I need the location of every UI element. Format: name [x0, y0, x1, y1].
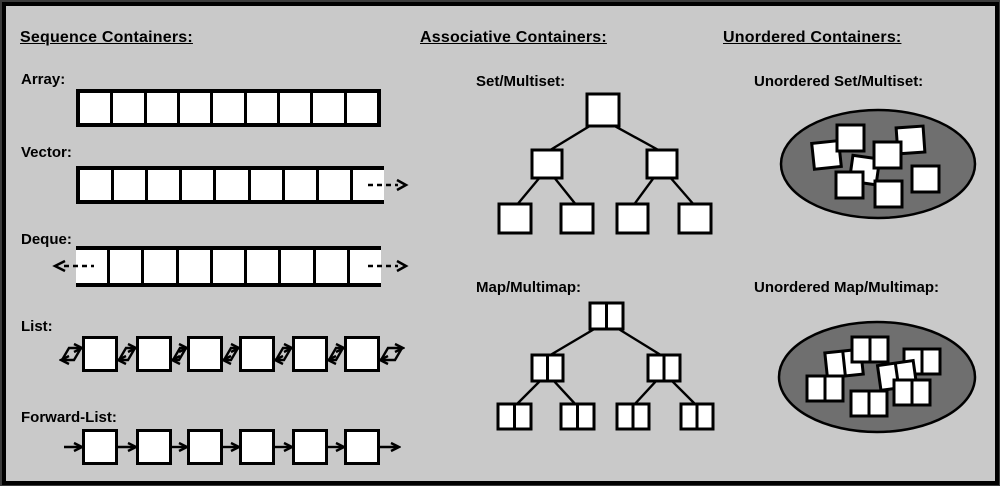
tree-node [559, 202, 595, 235]
set-multiset-tree [497, 92, 713, 235]
vector-cell [80, 170, 112, 200]
array-label: Array: [21, 71, 66, 88]
array-cell [313, 93, 344, 123]
vector-cell [250, 170, 282, 200]
tree-node [615, 202, 650, 235]
tree-node [645, 148, 679, 180]
list-node [136, 336, 172, 372]
vector-cell [318, 170, 350, 200]
forward-list-label: Forward-List: [21, 409, 117, 426]
unordered-set-multiset-label: Unordered Set/Multiset: [754, 73, 924, 90]
array-cell [279, 93, 311, 123]
array-cell [80, 93, 111, 123]
list-node [292, 336, 328, 372]
array-diagram [76, 89, 381, 127]
map-element-pair [849, 389, 889, 418]
map-multimap-label: Map/Multimap: [476, 279, 581, 296]
array-cell [213, 93, 244, 123]
column-header-sequence: Sequence Containers: [20, 29, 193, 46]
array-cell [179, 93, 211, 123]
list-node [187, 336, 223, 372]
list-links-arrows-icon [54, 336, 408, 376]
tree-node [497, 202, 533, 235]
set-element [835, 123, 866, 153]
vector-growth-arrow-icon [368, 178, 409, 192]
vector-cell [216, 170, 248, 200]
tree-node [530, 148, 564, 180]
deque-growth-arrow-left-icon [52, 259, 94, 273]
deque-cell [110, 250, 142, 283]
deque-cell [349, 250, 381, 283]
set-element [872, 140, 903, 170]
forward-list-links-arrows-icon [64, 429, 408, 469]
map-multimap-tree [496, 301, 715, 431]
list-node [344, 336, 380, 372]
set-element [834, 170, 865, 200]
deque-diagram [76, 246, 381, 287]
unordered-map-multimap-bucket [777, 320, 977, 434]
vector-cell [148, 170, 180, 200]
list-label: List: [21, 318, 53, 335]
column-header-associative: Associative Containers: [420, 29, 607, 46]
deque-cell [144, 250, 176, 283]
set-element [810, 138, 843, 171]
map-element-pair [892, 378, 932, 407]
array-cell [346, 93, 377, 123]
column-header-unordered: Unordered Containers: [723, 29, 902, 46]
forward-list-node [187, 429, 223, 465]
vector-diagram [76, 166, 384, 204]
vector-label: Vector: [21, 144, 72, 161]
set-multiset-label: Set/Multiset: [476, 73, 566, 90]
vector-cell [284, 170, 316, 200]
deque-cell [178, 250, 210, 283]
deque-growth-arrow-right-icon [368, 259, 409, 273]
vector-cell [114, 170, 146, 200]
unordered-set-multiset-bucket [779, 108, 977, 220]
map-element-pair [850, 335, 890, 364]
list-node [239, 336, 275, 372]
array-cell [146, 93, 177, 123]
deque-cell [212, 250, 245, 283]
vector-cell [182, 170, 214, 200]
map-element-pair [805, 374, 845, 403]
tree-node [585, 92, 621, 128]
forward-list-node [239, 429, 275, 465]
array-cell [246, 93, 277, 123]
array-cell [113, 93, 144, 123]
deque-cell [315, 250, 347, 283]
list-node [82, 336, 118, 372]
set-element [873, 179, 904, 209]
deque-cell [281, 250, 313, 283]
tree-node [677, 202, 713, 235]
deque-cell [247, 250, 279, 283]
unordered-map-multimap-label: Unordered Map/Multimap: [754, 279, 940, 296]
deque-label: Deque: [21, 231, 72, 248]
set-element [910, 164, 941, 194]
